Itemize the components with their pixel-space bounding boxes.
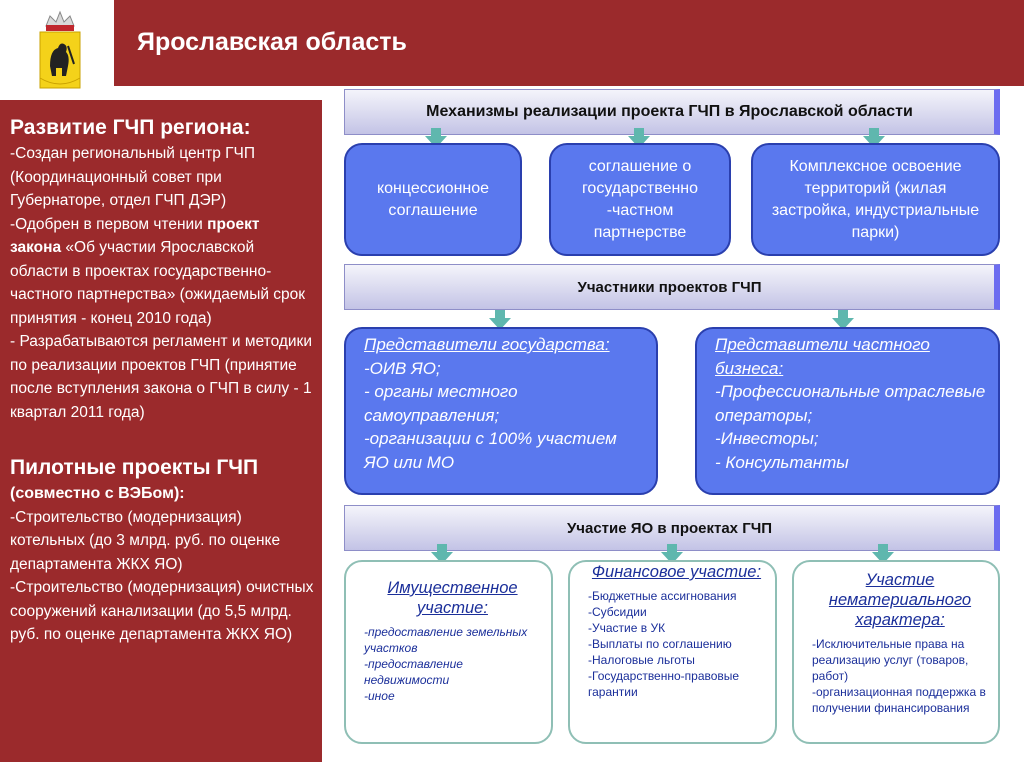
financial-participation-title: Финансовое участие: [591, 563, 762, 581]
financial-item: -Государственно-правовые гарантии [588, 669, 740, 699]
private-representatives-title: Представители частного бизнеса: [715, 335, 930, 378]
financial-item: -Налоговые льготы [588, 653, 695, 667]
pilot-line: -Строительство (модернизация) котельных … [10, 508, 281, 573]
header-bar [114, 0, 1024, 86]
region-development-heading: Развитие ГЧП региона: [10, 116, 251, 139]
participants-band: Участники проектов ГЧП [344, 264, 1000, 310]
private-representatives-box: Представители частного бизнеса: -Професс… [695, 327, 1000, 495]
page-title: Ярославская область [137, 28, 407, 56]
property-item: -иное [364, 689, 395, 703]
info-line-law: -Одобрен в первом чтении проект закона «… [10, 215, 306, 327]
state-item: - органы местного самоуправления; [364, 382, 518, 425]
financial-participation-box: Финансовое участие: -Бюджетные ассигнова… [568, 560, 777, 744]
mechanisms-band: Механизмы реализации проекта ГЧП в Яросл… [344, 89, 1000, 135]
left-info-panel: Развитие ГЧП региона: -Создан региональн… [0, 100, 322, 762]
mechanism-territory-development: Комплексное освоение территорий (жилая з… [751, 143, 1000, 256]
pilot-projects-heading: Пилотные проекты ГЧП [10, 456, 259, 479]
financial-item: -Бюджетные ассигнования [588, 589, 737, 603]
mechanism-concession: концессионное соглашение [344, 143, 522, 256]
coat-of-arms-icon [36, 6, 84, 90]
financial-item: -Субсидии [588, 605, 647, 619]
state-item: -организации с 100% участием ЯО или МО [364, 429, 617, 472]
financial-item: -Участие в УК [588, 621, 666, 635]
intangible-participation-title: Участие нематериального характера: [828, 571, 972, 629]
info-line: -Создан региональный центр ГЧП (Координа… [10, 145, 256, 209]
property-participation-title: Имущественное участие: [387, 579, 518, 617]
state-item: -ОИВ ЯО; [364, 358, 441, 378]
private-item: -Инвесторы; [715, 429, 819, 448]
intangible-item: -организационная поддержка в получении ф… [812, 685, 986, 715]
financial-item: -Выплаты по соглашению [588, 637, 732, 651]
intangible-participation-box: Участие нематериального характера: -Искл… [792, 560, 1000, 744]
participation-band: Участие ЯО в проектах ГЧП [344, 505, 1000, 551]
pilot-line: -Строительство (модернизация) очистных с… [10, 579, 314, 643]
info-line: - Разрабатываются регламент и методики п… [10, 333, 313, 421]
property-item: -предоставление земельных участков [364, 625, 528, 655]
private-item: - Консультанты [715, 452, 849, 472]
intangible-item: -Исключительные права на реализацию услу… [812, 637, 969, 683]
state-representatives-title: Представители государства: [364, 335, 610, 354]
mechanism-ppp-agreement: соглашение о государственно -частном пар… [549, 143, 731, 256]
property-item: -предоставление недвижимости [364, 657, 463, 687]
property-participation-box: Имущественное участие: -предоставление з… [344, 560, 553, 744]
pilot-projects-subheading: (совместно с ВЭБом): [10, 485, 185, 502]
state-representatives-box: Представители государства: -ОИВ ЯО; - ор… [344, 327, 658, 495]
private-item: -Профессиональные отраслевые операторы; [715, 382, 986, 425]
